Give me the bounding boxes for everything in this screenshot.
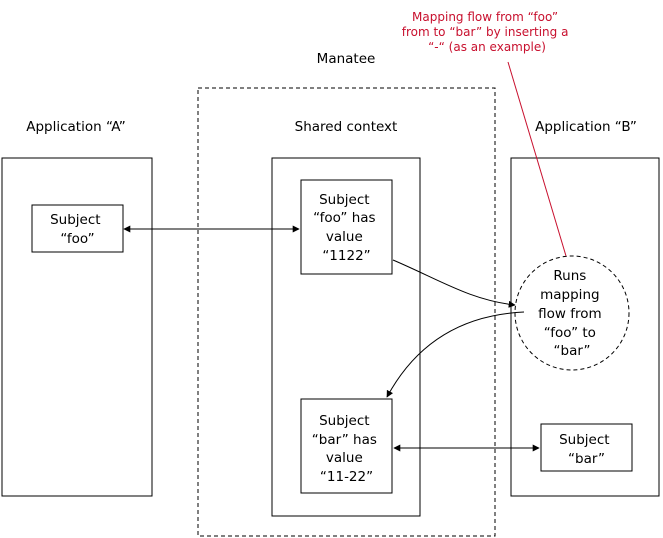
mapping-flow-line: flow from [538, 306, 602, 322]
subject-bar-app-b-line: “bar” [568, 451, 605, 467]
foo-to-mapping-arrow [392, 259, 516, 308]
subject-foo-shared-line: “1122” [322, 248, 370, 264]
manatee-label: Manatee [317, 51, 376, 67]
svg-text:Subject “bar” has: Subject “bar” has value “11-22” [312, 413, 381, 485]
application-a-label: Application “A” [26, 119, 126, 135]
svg-text:Subject “bar”: Subject “bar” [559, 432, 614, 467]
mapping-flow-line: mapping [540, 287, 599, 303]
note-line: “-“ (as an example) [428, 40, 546, 54]
subject-bar-shared-node: Subject “bar” has value “11-22” [300, 398, 393, 494]
mapping-flow-line: “bar” [554, 343, 591, 359]
application-b-label: Application “B” [535, 119, 637, 135]
subject-bar-shared-line: value [326, 450, 363, 466]
subject-foo-shared-line: Subject [319, 192, 369, 208]
note-line: Mapping flow from “foo” [412, 10, 558, 24]
subject-foo-shared-line: value [326, 229, 363, 245]
subject-bar-shared-line: “11-22” [320, 469, 373, 485]
note-pointer-line [507, 61, 567, 257]
svg-text:Subject “foo”: Subject “foo” [50, 212, 105, 247]
mapping-flow-node: Runs mapping flow from “foo” to “bar” [514, 255, 630, 371]
manatee-boundary [197, 87, 496, 537]
subject-foo-app-a-line: “foo” [60, 231, 94, 247]
subject-foo-shared-node: Subject “foo” has value “1122” [300, 179, 393, 275]
note-line: from to “bar” by inserting a [402, 25, 569, 39]
shared-context-label: Shared context [295, 119, 398, 135]
mapping-to-bar-arrow [386, 311, 525, 398]
subject-foo-shared-line: “foo” has [313, 210, 375, 226]
subject-bar-app-b-node: Subject “bar” [540, 423, 633, 472]
mapping-flow-line: Runs [553, 268, 586, 284]
subject-foo-app-a-line: Subject [50, 212, 100, 228]
subject-bar-app-b-line: Subject [559, 432, 609, 448]
subject-foo-app-a-node: Subject “foo” [31, 204, 124, 253]
svg-text:Runs mapping flow: Runs mapping flow from “foo” to “bar” [538, 268, 606, 359]
subject-bar-shared-line: “bar” has [312, 432, 377, 448]
svg-text:Subject “foo” has: Subject “foo” has value “1122” [313, 192, 380, 264]
subject-bar-shared-line: Subject [319, 413, 369, 429]
mapping-flow-line: “foo” to [544, 325, 596, 341]
mapping-note: Mapping flow from “foo” from to “bar” by… [402, 10, 573, 54]
